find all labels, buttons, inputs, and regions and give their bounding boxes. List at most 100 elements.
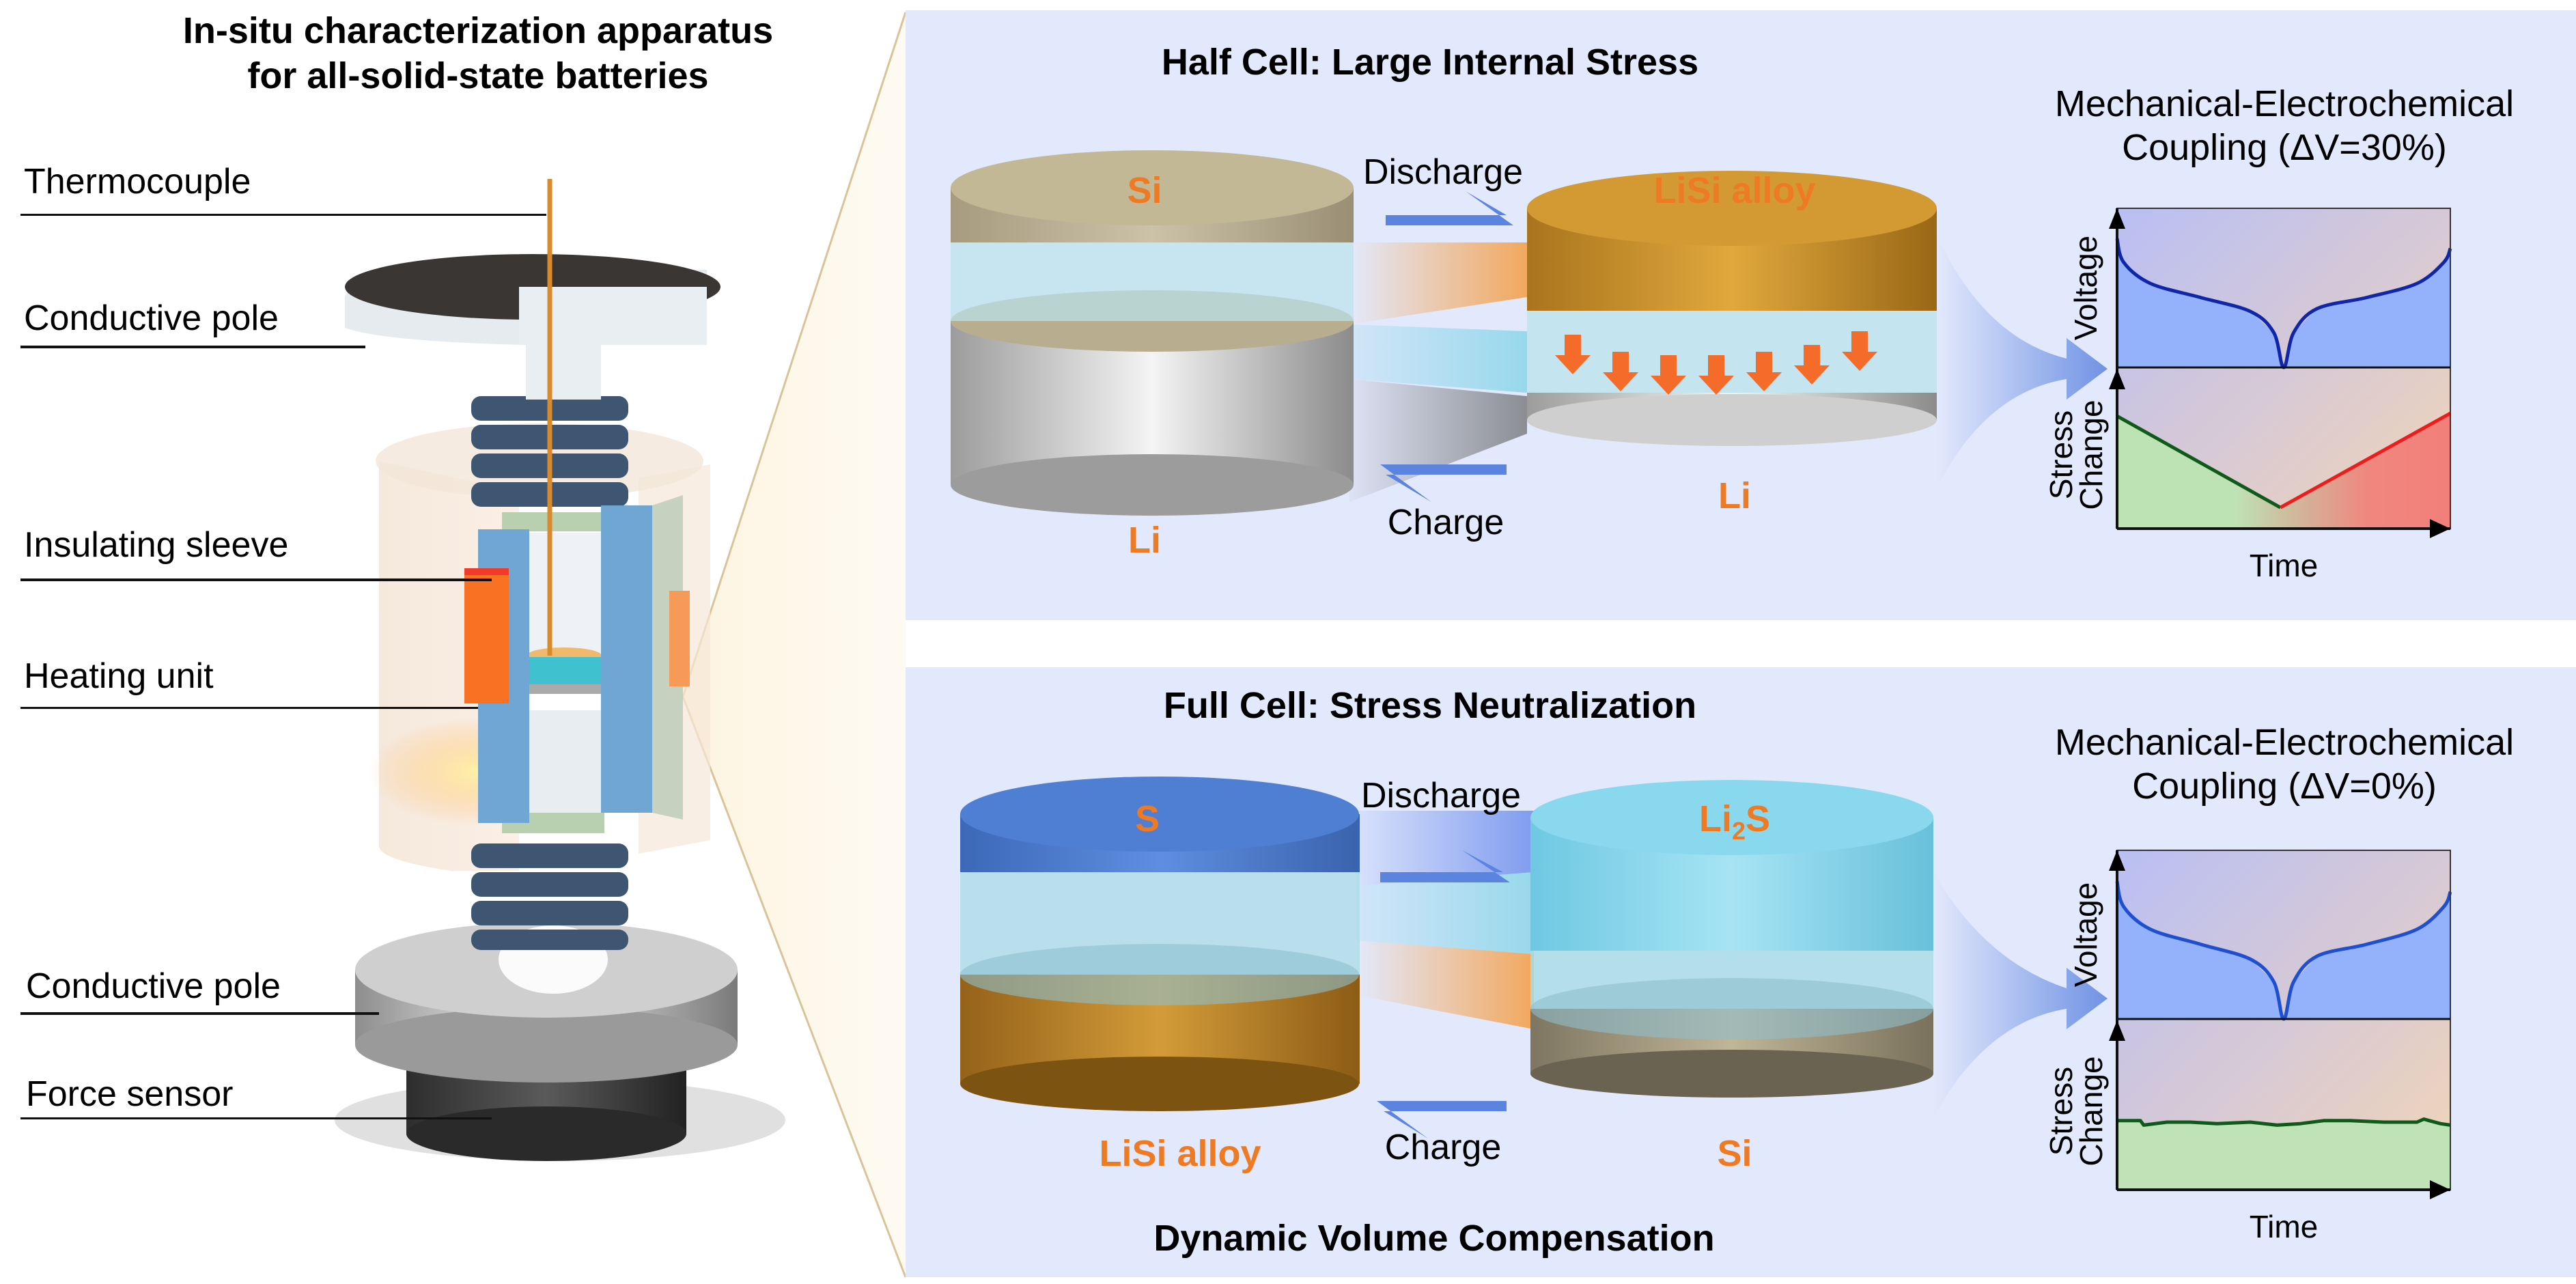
label-insulating-sleeve: Insulating sleeve: [24, 525, 289, 565]
cone-shape: [683, 12, 906, 1277]
label-conductive-pole-top: Conductive pole: [24, 298, 279, 338]
right-alloy-top: [1527, 171, 1937, 246]
lower-pole-bottom: [355, 1007, 738, 1083]
half-left-bottom-label: Li: [1128, 520, 1161, 561]
time-axis-label: Time: [2250, 1209, 2319, 1244]
stress-line-0: [2116, 415, 2282, 510]
half-cell-title: Half Cell: Large Internal Stress: [1161, 42, 1699, 83]
half-discharge-label: Discharge: [1362, 152, 1524, 192]
cone-edge-bottom: [682, 696, 907, 1278]
charge-arrow-2: [1377, 1101, 1507, 1139]
left-s-top: [960, 777, 1359, 852]
right-li2s-top: [1530, 780, 1933, 855]
apparatus-illustration: [335, 179, 785, 1161]
apparatus-title-line2: for all-solid-state batteries: [247, 55, 709, 96]
left-si-top: [951, 150, 1354, 225]
leader-force-sensor: [20, 1117, 492, 1119]
heating-unit-right: [669, 591, 690, 686]
full-cell-title: Full Cell: Stress Neutralization: [1163, 685, 1697, 726]
leader-thermocouple: [20, 214, 546, 216]
full-cell-footer: Dynamic Volume Compensation: [1153, 1218, 1715, 1259]
voltage-area: [2117, 881, 2450, 1019]
stress-area: [2117, 1119, 2450, 1190]
discharge-arrow-2: [1380, 850, 1510, 882]
to-chart-arrow-2: [1933, 872, 2108, 1118]
time-axis-arrowhead: [2430, 519, 2450, 538]
voltage-area: [2117, 238, 2450, 367]
full-chart-title: Mechanical-Electrochemical Coupling (ΔV=…: [2055, 721, 2514, 808]
full-left-bottom-label: LiSi alloy: [1099, 1133, 1261, 1174]
leader-insulating-sleeve: [20, 578, 492, 581]
half-chart-title-line1: Mechanical-Electrochemical: [2054, 83, 2515, 124]
band-orange-2: [1356, 940, 1534, 1029]
band-orange: [1349, 242, 1527, 324]
left-electrolyte: [951, 242, 1354, 321]
heating-unit-left-top: [464, 568, 509, 575]
right-li-bottom: [1527, 394, 1937, 446]
discharge-arrow: [1386, 191, 1513, 225]
half-left-top-label: Si: [1127, 170, 1162, 211]
heating-unit-left: [464, 574, 509, 703]
label-conductive-pole-bottom: Conductive pole: [26, 966, 281, 1006]
time-axis-label: Time: [2250, 548, 2319, 583]
voltage-axis-label: Voltage: [2068, 882, 2103, 987]
stress-line-0: [2117, 1117, 2451, 1127]
insulating-sleeve-cut: [652, 495, 683, 820]
sample-metal: [527, 684, 602, 694]
li2s-subscript: 2: [1731, 816, 1746, 845]
stress-axis-label-word: Change: [2073, 400, 2109, 510]
cone-edge-top: [682, 12, 907, 697]
lower-pillar: [529, 710, 601, 813]
lower-spring: [471, 843, 628, 950]
full-charge-label: Charge: [1384, 1128, 1502, 1167]
full-right-top-label: Li2S: [1699, 798, 1770, 846]
stress-axis-label-word: Stress: [2043, 1067, 2079, 1156]
right-si-bottom: [1530, 1050, 1933, 1098]
label-heating-unit: Heating unit: [24, 656, 214, 696]
leader-heating-unit: [20, 707, 478, 709]
full-chart-title-line2: Coupling (ΔV=0%): [2132, 766, 2437, 807]
half-chart-title-line2: Coupling (ΔV=30%): [2122, 127, 2447, 168]
leader-conductive-pole-bottom: [20, 1012, 379, 1015]
voltage-axis-arrowhead: [2109, 850, 2125, 871]
full-discharge-label: Discharge: [1360, 776, 1522, 815]
leader-conductive-pole-top: [20, 346, 365, 348]
apparatus-title-line1: In-situ characterization apparatus: [182, 10, 774, 51]
stress-axis-label: StressChange: [2043, 400, 2109, 510]
upper-pole-face: [519, 287, 707, 345]
band-grey: [1349, 379, 1527, 502]
band-cyan: [1349, 324, 1527, 393]
left-li-bottom: [951, 454, 1354, 516]
half-charge-label: Charge: [1387, 503, 1504, 542]
voltage-axis-arrowhead: [2109, 208, 2125, 229]
stress-axis-arrowhead: [2109, 1020, 2125, 1041]
half-right-bottom-label: Li: [1718, 475, 1751, 516]
voltage-axis-label: Voltage: [2068, 236, 2103, 340]
upper-ring: [502, 512, 604, 531]
li2s-end: S: [1746, 798, 1771, 839]
upper-pole-stem: [526, 345, 601, 400]
stress-axis-label-word: Change: [2073, 1056, 2109, 1166]
full-cell-illustration: [960, 777, 2108, 1139]
sample-electrolyte: [527, 657, 602, 684]
label-force-sensor: Force sensor: [26, 1074, 234, 1114]
right-electrolyte-top: [1530, 978, 1933, 1039]
left-alloy-bottom: [960, 1057, 1359, 1111]
apparatus-title: In-situ characterization apparatus for a…: [137, 8, 820, 98]
half-cell-illustration: [951, 150, 2108, 516]
upper-pillar: [526, 533, 601, 656]
time-axis-arrowhead: [2430, 1180, 2450, 1199]
band-cyan-2: [1356, 872, 1534, 954]
stress-line-1: [2279, 411, 2452, 510]
stress-axis-arrowhead: [2109, 369, 2125, 389]
full-left-top-label: S: [1134, 798, 1160, 839]
full-right-bottom-label: Si: [1717, 1133, 1752, 1174]
to-chart-arrow: [1937, 236, 2108, 488]
insulating-sleeve-right: [601, 505, 652, 813]
force-sensor-bottom: [406, 1106, 686, 1161]
full-chart-title-line1: Mechanical-Electrochemical: [2054, 722, 2515, 763]
stress-area: [2117, 413, 2450, 529]
stress-axis-label-word: Stress: [2043, 410, 2079, 499]
